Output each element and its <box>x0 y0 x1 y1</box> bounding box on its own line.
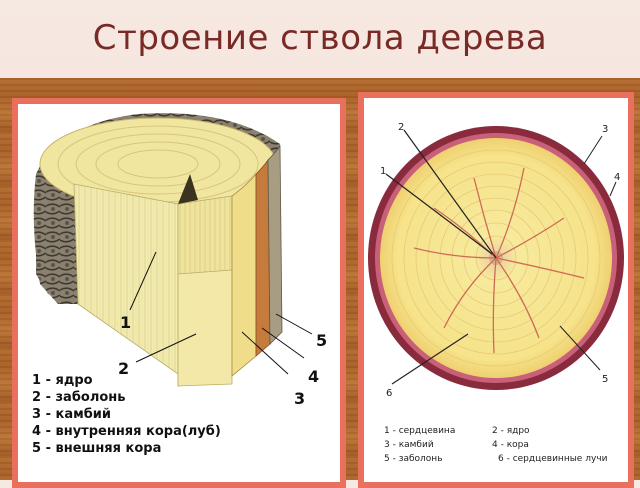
ring <box>75 133 241 195</box>
legend-item: 4 - кора <box>492 440 529 450</box>
trunk-3d-illustration: 1 2 3 4 5 <box>33 113 327 408</box>
callout-number: 5 <box>316 331 327 350</box>
callout-number: 3 <box>294 389 305 408</box>
callout-number: 1 <box>380 166 386 177</box>
outer-bark-layer <box>267 144 283 345</box>
leader-line-6 <box>391 333 469 385</box>
leader-line-2 <box>385 173 493 255</box>
ring <box>95 141 221 187</box>
leader-line-4 <box>261 327 305 359</box>
cambium-layer <box>231 172 257 377</box>
leader-line-3 <box>241 331 289 375</box>
leader-line-2 <box>135 333 197 363</box>
ring <box>117 149 199 179</box>
callout-number: 5 <box>602 374 608 385</box>
legend-item: 2 - заболонь <box>32 390 126 405</box>
callout-number: 6 <box>386 388 392 399</box>
trunk-cross-section-illustration: 1 2 3 4 5 6 <box>368 122 624 399</box>
legend-item: 1 - сердцевина <box>384 426 456 436</box>
callout-number: 2 <box>398 122 404 133</box>
lower-block <box>177 269 233 387</box>
cut-notch <box>178 174 198 204</box>
trunk-3d-diagram-frame: 1 2 3 4 5 1 - ядро 2 - заболонь 3 - камб… <box>12 98 346 488</box>
legend-item: 6 - сердцевинные лучи <box>498 454 608 464</box>
leader-line-5 <box>559 325 601 371</box>
legend-item: 2 - ядро <box>492 426 530 436</box>
callout-number: 1 <box>120 313 131 332</box>
slide-title: Строение ствола дерева <box>92 18 548 58</box>
heartwood-face <box>73 183 179 375</box>
legend-item: 1 - ядро <box>32 373 93 388</box>
legend-item: 5 - заболонь <box>384 454 443 464</box>
callout-number: 4 <box>614 172 620 183</box>
leader-line-3 <box>583 135 603 165</box>
callout-number: 3 <box>602 124 608 135</box>
trunk-cross-section-frame: 1 2 3 4 5 6 1 - сердцевина 2 - ядро 3 - … <box>358 92 634 488</box>
leader-line-4 <box>609 181 617 197</box>
leader-line-1 <box>403 129 497 259</box>
callout-number: 4 <box>308 367 319 386</box>
medullary-rays <box>413 167 585 354</box>
growth-rings <box>391 149 601 367</box>
legend-item: 3 - камбий <box>32 407 112 422</box>
left-legend: 1 - ядро 2 - заболонь 3 - камбий 4 - вну… <box>32 372 340 457</box>
bark-left-side <box>33 174 78 304</box>
legend-item: 5 - внешняя кора <box>32 441 162 456</box>
leader-line-1 <box>129 251 157 311</box>
inner-bark-layer <box>255 158 271 357</box>
callout-number: 2 <box>118 359 129 378</box>
legend-item: 4 - внутренняя кора(луб) <box>32 424 221 439</box>
legend-item: 3 - камбий <box>384 440 434 450</box>
leader-line-5 <box>275 313 313 335</box>
